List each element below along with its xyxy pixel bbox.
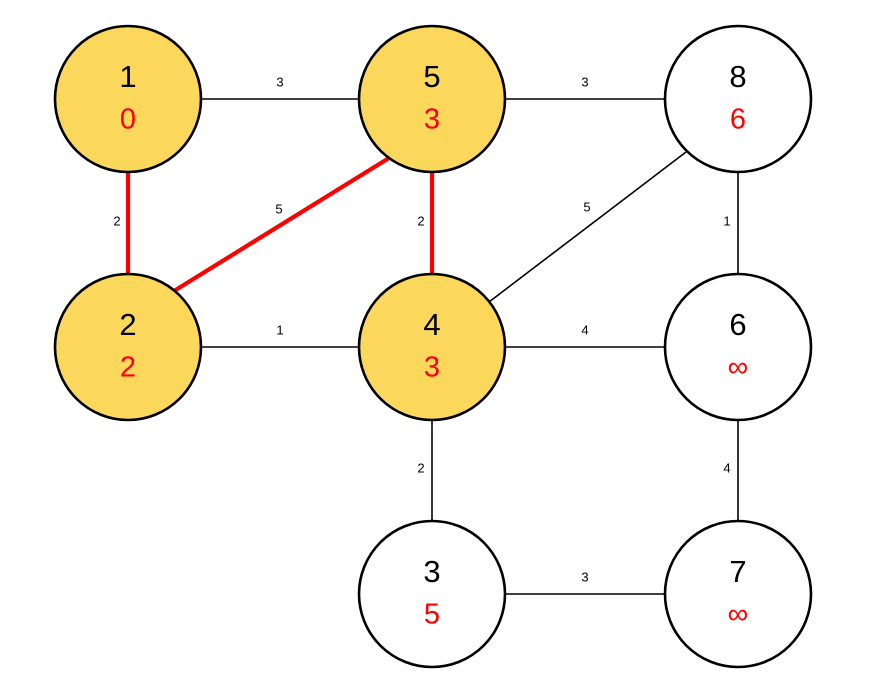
node-id-label-3: 3 (423, 554, 440, 589)
node-id-label-7: 7 (729, 554, 746, 589)
node-id-label-2: 2 (119, 307, 136, 342)
graph-node-4[interactable]: 43 (357, 272, 507, 422)
node-distance-label-2: 2 (120, 352, 136, 384)
node-distance-label-7: ∞ (728, 599, 749, 631)
graph-node-1[interactable]: 10 (53, 24, 203, 174)
edge-weight-label-2-4: 1 (276, 322, 283, 337)
edge-weight-label-5-8: 3 (581, 74, 588, 89)
node-circle-8[interactable] (663, 24, 813, 174)
graph-node-8[interactable]: 86 (663, 24, 813, 174)
node-circle-6[interactable] (663, 272, 813, 422)
node-distance-label-3: 5 (424, 599, 440, 631)
edge-weight-label-4-8: 5 (583, 199, 590, 214)
node-distance-label-4: 3 (424, 352, 440, 384)
edge-weight-label-8-6: 1 (723, 213, 730, 228)
edge-weight-label-3-7: 3 (581, 569, 588, 584)
node-id-label-4: 4 (423, 307, 440, 342)
edge-weight-label-4-6: 4 (581, 322, 588, 337)
node-id-label-6: 6 (729, 307, 746, 342)
node-id-label-5: 5 (423, 59, 440, 94)
node-circle-3[interactable] (357, 519, 507, 669)
graph-node-5[interactable]: 53 (357, 24, 507, 174)
node-distance-label-6: ∞ (728, 352, 749, 384)
node-circle-4[interactable] (357, 272, 507, 422)
graph-node-2[interactable]: 22 (53, 272, 203, 422)
node-distance-label-8: 6 (730, 104, 746, 136)
edge-weight-label-2-5: 5 (275, 201, 282, 216)
edge-weight-label-6-7: 4 (723, 460, 730, 475)
node-id-label-1: 1 (119, 59, 136, 94)
graph-node-3[interactable]: 35 (357, 519, 507, 669)
node-circle-2[interactable] (53, 272, 203, 422)
edge-4-8 (488, 151, 687, 303)
edge-weight-label-1-5: 3 (276, 74, 283, 89)
node-distance-label-5: 3 (424, 104, 440, 136)
edge-weight-label-4-3: 2 (417, 460, 424, 475)
node-circle-1[interactable] (53, 24, 203, 174)
edges-layer (125, 98, 739, 595)
edge-weight-label-5-4: 2 (417, 213, 424, 228)
node-id-label-8: 8 (729, 59, 746, 94)
edge-2-5 (172, 156, 391, 293)
node-distance-label-1: 0 (120, 104, 136, 136)
graph-node-7[interactable]: 7∞ (663, 519, 813, 669)
node-circle-7[interactable] (663, 519, 813, 669)
edge-weight-label-1-2: 2 (113, 213, 120, 228)
graph-node-6[interactable]: 6∞ (663, 272, 813, 422)
node-circle-5[interactable] (357, 24, 507, 174)
